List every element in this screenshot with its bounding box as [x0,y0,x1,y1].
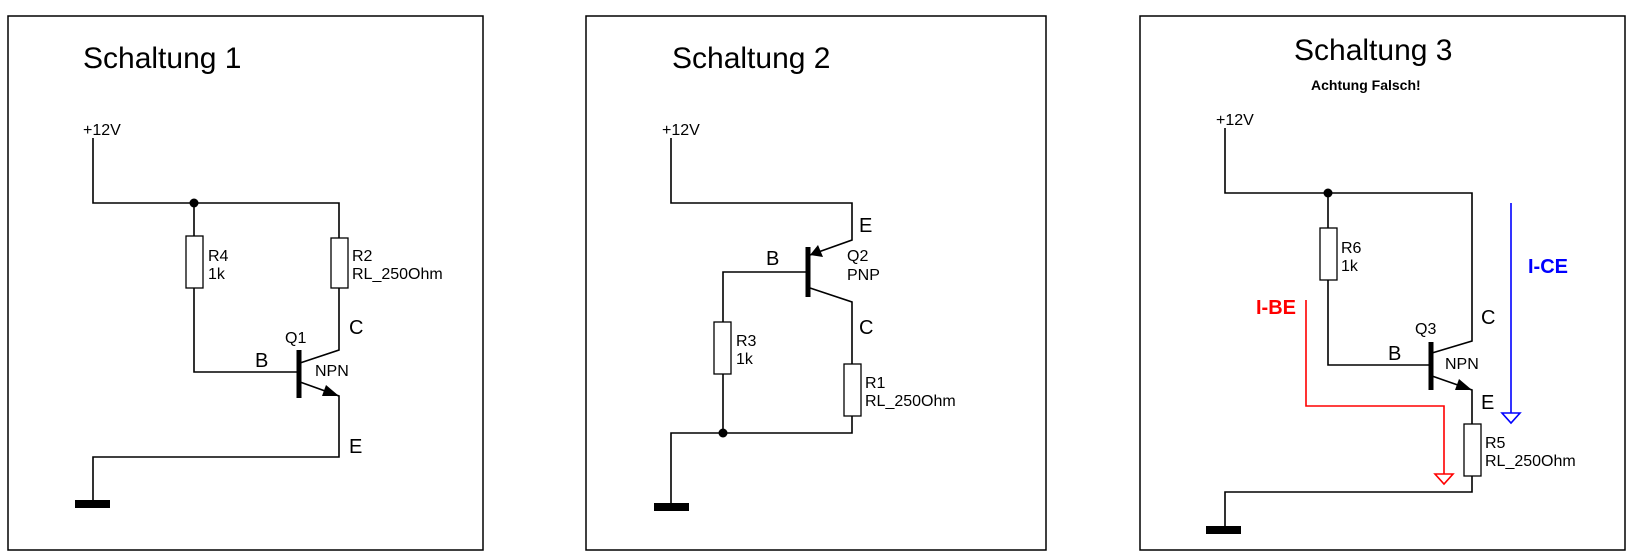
panel-title: Schaltung 1 [83,42,241,75]
pin-c-label: C [349,317,363,339]
transistor-ref: Q3 [1415,321,1436,338]
ibe-current-label: I-BE [1256,297,1296,319]
transistor-type: NPN [1445,356,1479,373]
panel-title: Schaltung 2 [672,42,830,75]
resistor-r1 [843,363,862,417]
panel-frame [1139,15,1626,551]
panel-schaltung-3: Schaltung 3 Achtung Falsch! +12V R6 1k Q… [1139,15,1626,551]
ground-symbol [654,503,689,511]
emitter-arrow [322,385,339,396]
transistor-ref: Q1 [285,330,306,347]
pin-e-label: E [349,436,362,458]
emitter-arrow [810,245,823,257]
panel-schaltung-1: Schaltung 1 +12V R4 1k R2 RL_250Ohm Q1 N… [7,15,484,551]
transistor-q3-npn-symbol [1428,342,1472,390]
circuit-wires [670,138,853,503]
pin-e-label: E [1481,392,1494,414]
ice-current-arrow [1500,203,1522,425]
pin-c-label: C [859,317,873,339]
pin-b-label: B [255,350,268,372]
resistor-r2-ref: R2 [352,248,373,265]
ibe-current-arrow [1305,300,1455,486]
transistor-type: NPN [315,363,349,380]
panel-frame [7,15,484,551]
supply-label: +12V [83,122,121,139]
resistor-r5-value: RL_250Ohm [1485,453,1576,470]
junction-dot [718,428,728,438]
ground-symbol [1206,526,1241,534]
ground-symbol [75,500,110,508]
emitter-arrow [1455,379,1472,390]
supply-label: +12V [1216,112,1254,129]
resistor-r2 [330,237,349,289]
resistor-r6-ref: R6 [1341,240,1362,257]
pin-c-label: C [1481,307,1495,329]
resistor-r2-value: RL_250Ohm [352,266,443,283]
pin-e-label: E [859,215,872,237]
resistor-r5 [1463,423,1482,477]
transistor-ref: Q2 [847,248,868,265]
resistor-r1-value: RL_250Ohm [865,393,956,410]
resistor-r5-ref: R5 [1485,435,1506,452]
resistor-r1-ref: R1 [865,375,886,392]
junction-dot [1323,188,1333,198]
transistor-type: PNP [847,267,880,284]
supply-label: +12V [662,122,700,139]
resistor-r3 [713,321,732,375]
pin-b-label: B [766,248,779,270]
panel-subtitle: Achtung Falsch! [1311,77,1421,93]
panel-frame [585,15,1047,551]
resistor-r4-value: 1k [208,266,226,283]
junction-dot [189,198,199,208]
resistor-r6-value: 1k [1341,258,1359,275]
resistor-r4 [185,235,204,289]
transistor-q1-npn-symbol [296,350,339,398]
resistor-r3-ref: R3 [736,333,757,350]
transistor-q2-pnp-symbol [805,245,823,297]
resistor-r3-value: 1k [736,351,754,368]
resistor-r6 [1319,227,1338,281]
resistor-r4-ref: R4 [208,248,229,265]
circuit-wires [92,138,340,500]
panel-schaltung-2: Schaltung 2 +12V Q2 PNP B E C R3 1k R1 R… [585,15,1047,551]
ice-current-label: I-CE [1528,256,1568,278]
panel-title: Schaltung 3 [1294,34,1452,67]
pin-b-label: B [1388,343,1401,365]
